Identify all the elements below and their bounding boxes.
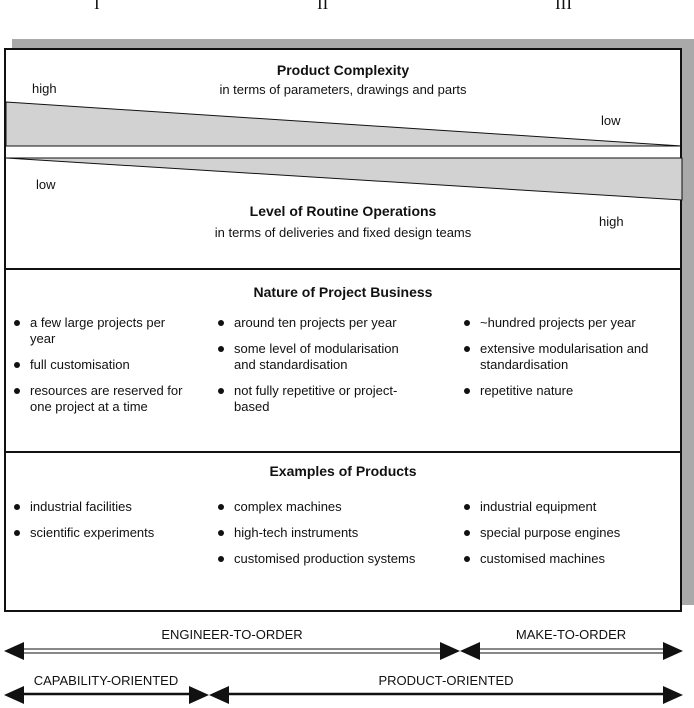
make-to-order-arrow [460,642,683,660]
bullet-icon [14,320,20,326]
bullet-icon [218,530,224,536]
nature-title: Nature of Project Business [253,284,433,300]
list-item: ~hundred projects per year [462,315,677,331]
complexity-title: Product Complexity [276,62,410,78]
examples-list-col3: industrial equipment special purpose eng… [462,499,677,577]
bullet-icon [14,530,20,536]
list-item: customised production systems [216,551,416,567]
list-item: resources are reserved for one project a… [12,383,192,415]
list-item: industrial facilities [12,499,202,515]
list-item: complex machines [216,499,416,515]
bullet-icon [464,530,470,536]
column-label-2: II [317,0,329,13]
complexity-wedge [5,101,683,147]
section-divider-2 [4,451,682,453]
product-oriented-label: PRODUCT-ORIENTED [378,673,514,688]
examples-list-col1: industrial facilities scientific experim… [12,499,202,551]
nature-list-col3: ~hundred projects per year extensive mod… [462,315,677,409]
bullet-icon [14,362,20,368]
routine-subtitle: in terms of deliveries and fixed design … [214,225,472,240]
examples-title: Examples of Products [269,463,417,479]
bullet-icon [14,504,20,510]
routine-left-label: low [36,177,56,192]
complexity-left-label: high [32,81,57,96]
list-item: scientific experiments [12,525,202,541]
routine-right-label: high [599,214,624,229]
list-item: customised machines [462,551,677,567]
list-item: industrial equipment [462,499,677,515]
list-item: a few large projects per year [12,315,192,347]
bullet-icon [218,320,224,326]
engineer-to-order-label: ENGINEER-TO-ORDER [161,627,303,642]
list-item: full customisation [12,357,192,373]
list-item: some level of modularisation and standar… [216,341,416,373]
bullet-icon [464,556,470,562]
list-item: repetitive nature [462,383,677,399]
nature-list-col1: a few large projects per year full custo… [12,315,192,425]
engineer-to-order-arrow [4,642,460,660]
bullet-icon [14,388,20,394]
list-item: special purpose engines [462,525,677,541]
complexity-subtitle: in terms of parameters, drawings and par… [219,82,467,97]
nature-list-col2: around ten projects per year some level … [216,315,416,425]
bullet-icon [464,388,470,394]
section-divider-1 [4,268,682,270]
bullet-icon [464,504,470,510]
bullet-icon [464,320,470,326]
bullet-icon [218,346,224,352]
examples-list-col2: complex machines high-tech instruments c… [216,499,416,577]
bullet-icon [464,346,470,352]
capability-oriented-arrow [4,686,209,704]
list-item: around ten projects per year [216,315,416,331]
column-label-1: I [94,0,100,13]
routine-wedge [5,157,683,201]
bullet-icon [218,556,224,562]
list-item: high-tech instruments [216,525,416,541]
product-oriented-arrow [209,686,683,704]
capability-oriented-label: CAPABILITY-ORIENTED [33,673,179,688]
list-item: not fully repetitive or project-based [216,383,416,415]
routine-title: Level of Routine Operations [249,203,437,219]
make-to-order-label: MAKE-TO-ORDER [515,627,627,642]
list-item: extensive modularisation and standardisa… [462,341,677,373]
complexity-right-label: low [601,113,621,128]
column-label-3: III [555,0,572,13]
bullet-icon [218,388,224,394]
bullet-icon [218,504,224,510]
